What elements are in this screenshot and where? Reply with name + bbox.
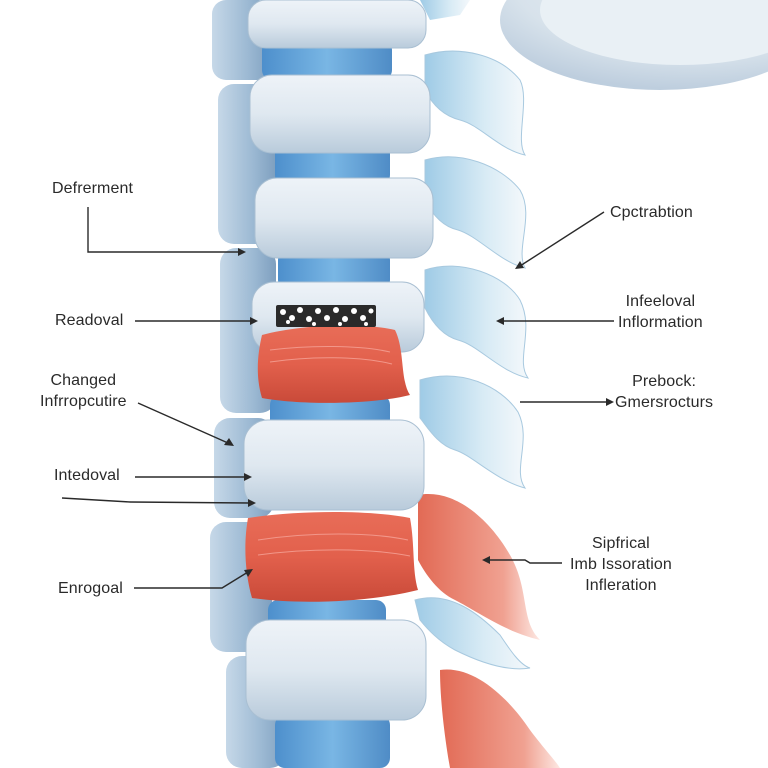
label-cpctrabtion: Cpctrabtion (610, 204, 693, 221)
arrowheads (224, 248, 614, 577)
label-readoval: Readoval (55, 312, 124, 329)
label-sipfrical: Sipfrical Imb Issoration Infleration (570, 535, 672, 594)
inflamed-discs (245, 325, 418, 602)
spinous-processes (414, 0, 560, 768)
label-defrerment: Defrerment (52, 180, 134, 197)
label-prebock: Prebock: Gmersrocturs (615, 373, 714, 411)
bone-fragments (276, 305, 376, 327)
leader-lines (61, 207, 614, 589)
label-infeeloval: Infeeloval Inflormation (618, 293, 703, 331)
label-changed: Changed Infrropcutire (40, 372, 127, 410)
label-enrogoal: Enrogoal (58, 580, 123, 597)
label-intedoval: Intedoval (54, 467, 120, 484)
